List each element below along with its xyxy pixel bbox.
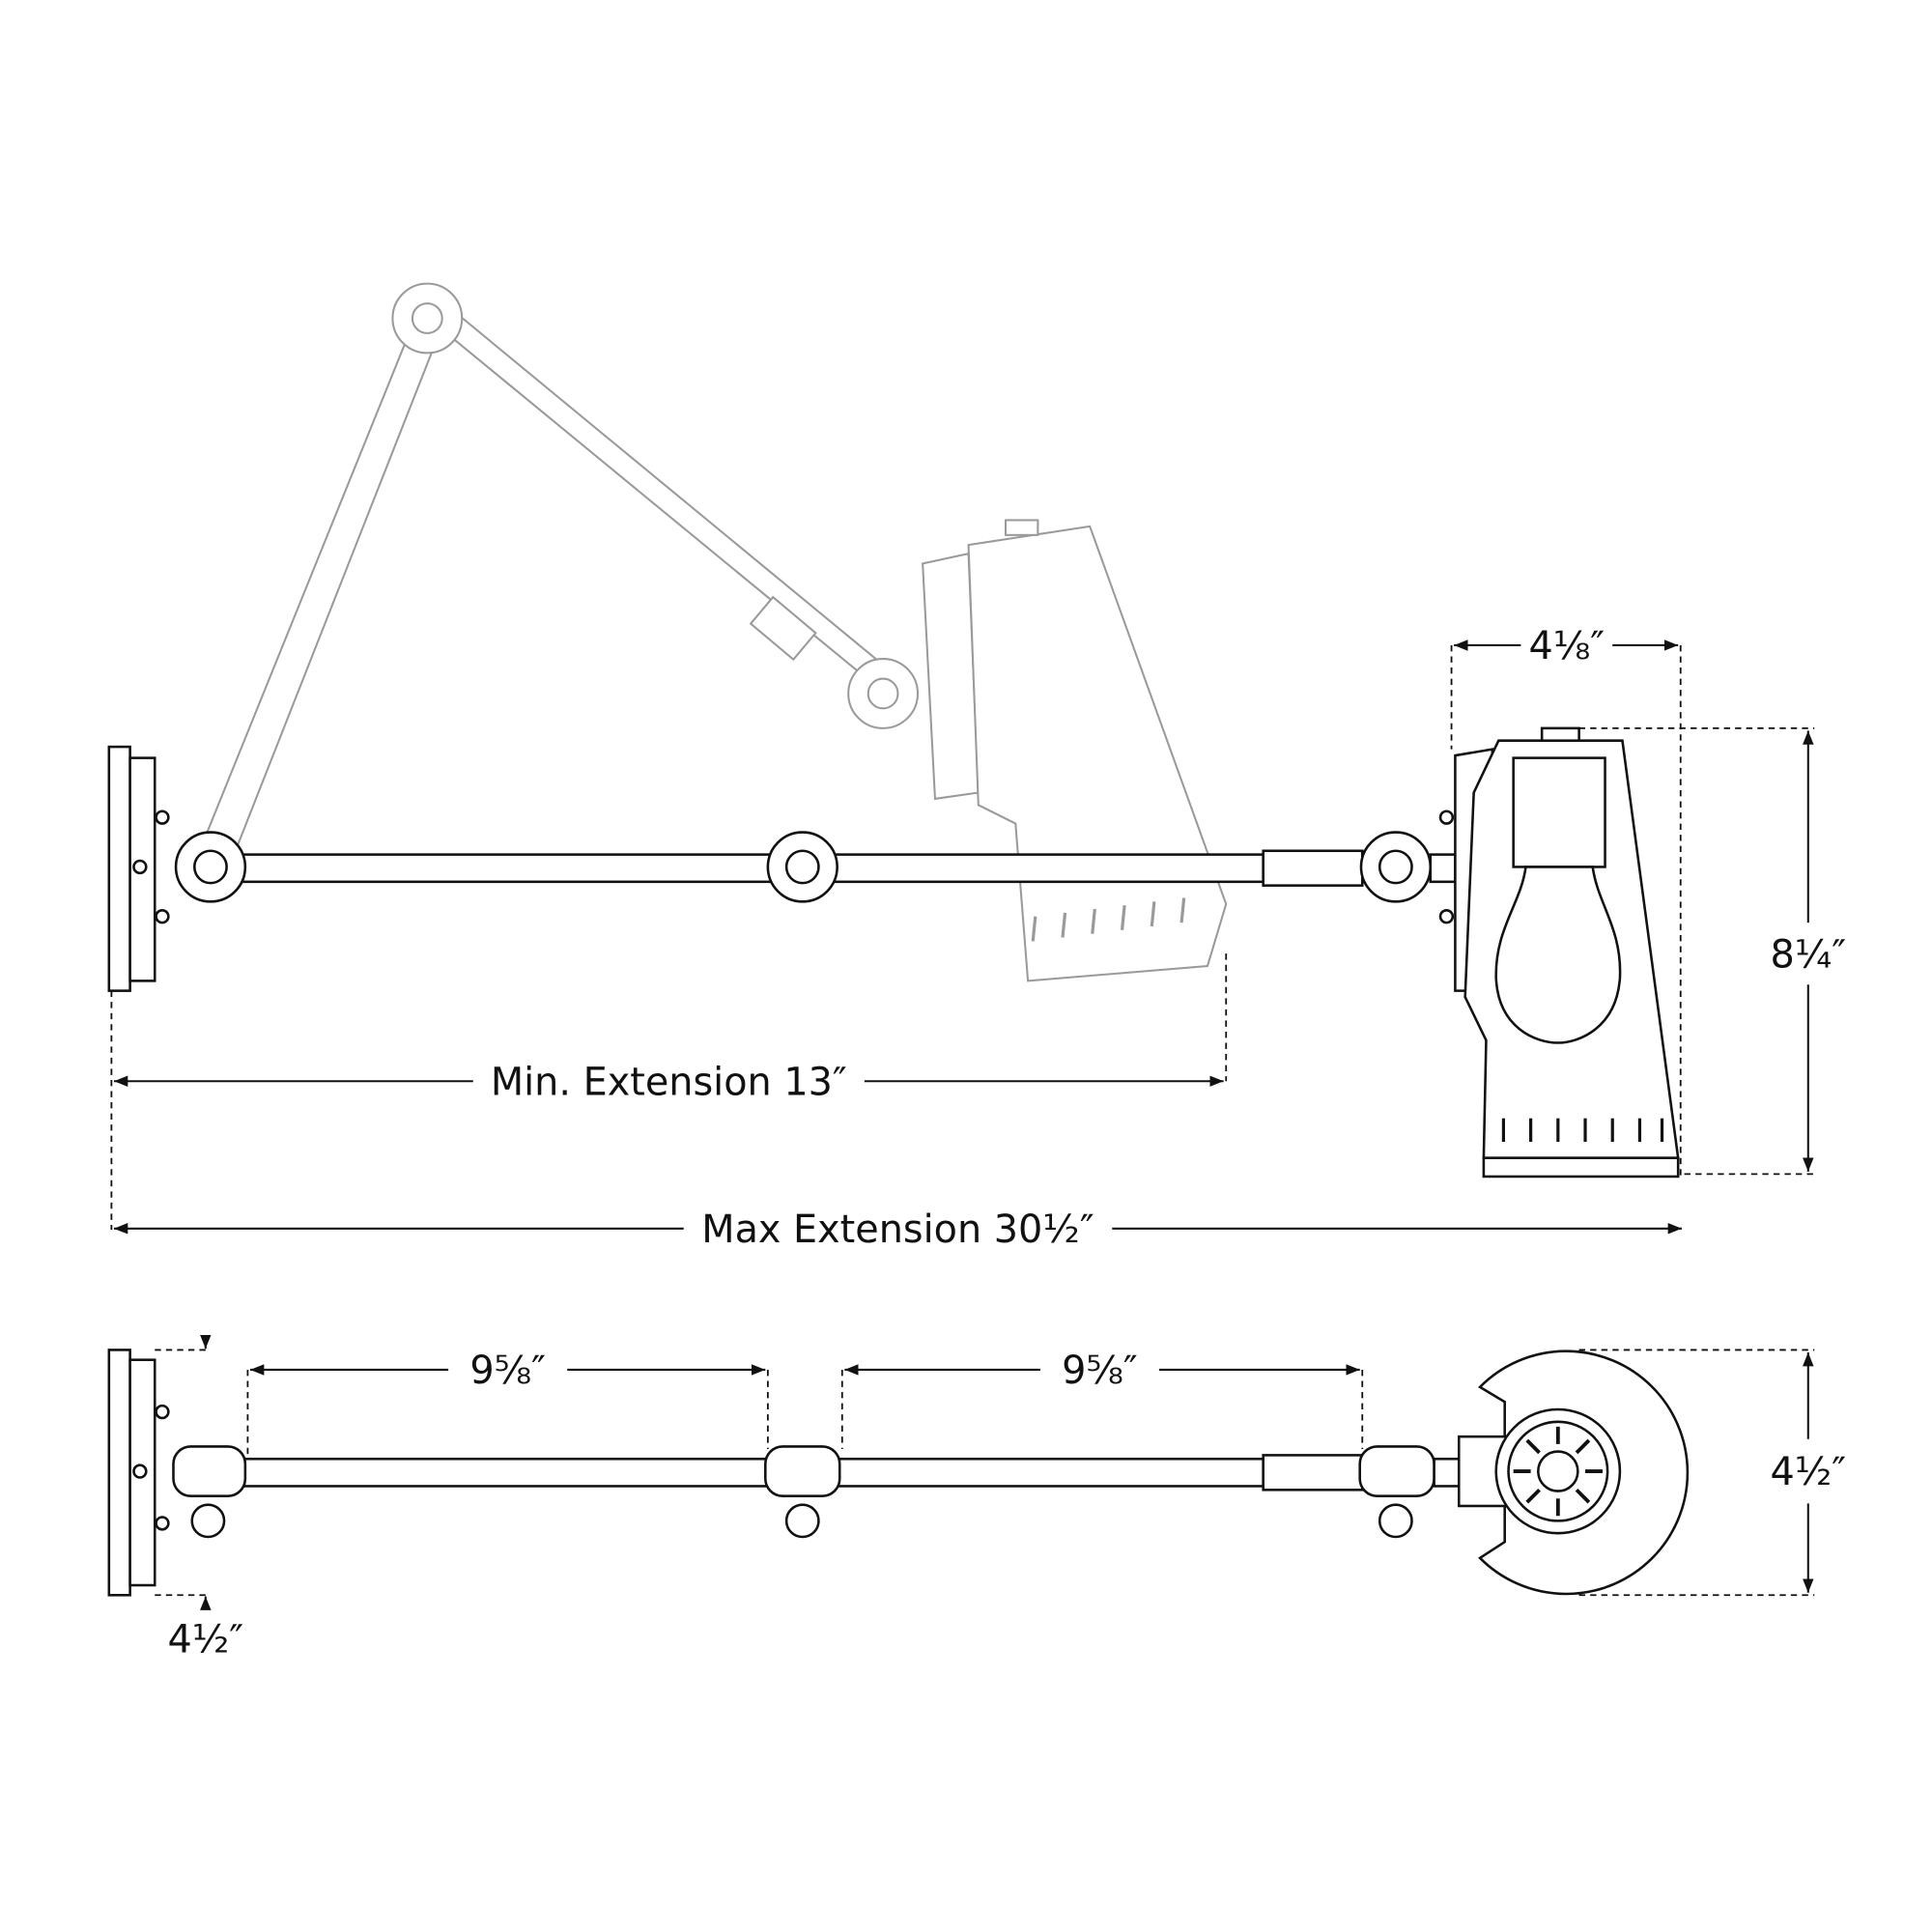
- arm-segment-2-label: 9⅝″: [1062, 1349, 1138, 1393]
- bulb: [1494, 866, 1622, 1044]
- arm-segment-1-label: 9⅝″: [469, 1349, 546, 1393]
- backplate-width-label: 4½″: [168, 1617, 244, 1662]
- dim-shade-width: 4⅛″: [1450, 624, 1682, 1177]
- joint-3: [1359, 831, 1433, 903]
- joint-2: [766, 831, 838, 903]
- dim-arm-segment-1: 9⅝″: [246, 1349, 769, 1456]
- joint-1: [174, 831, 247, 903]
- dim-shade-height: 8¼″: [1578, 726, 1846, 1176]
- shade-width-label: 4⅛″: [1528, 624, 1605, 668]
- shade-depth-label: 4½″: [1770, 1450, 1846, 1494]
- dim-backplate-width: 4½″: [155, 1334, 244, 1662]
- top-view-lamp: [107, 1349, 1690, 1597]
- dim-min-extension: Min. Extension 13″: [110, 953, 1228, 1231]
- arm-bar: [240, 853, 1264, 884]
- wall-backplate: [107, 745, 131, 992]
- dim-max-extension: Max Extension 30½″: [113, 1208, 1683, 1252]
- shade-height-label: 8¼″: [1770, 932, 1846, 977]
- dim-arm-segment-2: 9⅝″: [840, 1349, 1364, 1450]
- max-extension-label: Max Extension 30½″: [701, 1208, 1094, 1252]
- dim-shade-depth: 4½″: [1578, 1349, 1846, 1597]
- arm-sleeve: [1262, 849, 1364, 887]
- side-view-lamp: [107, 726, 1680, 1179]
- min-extension-label: Min. Extension 13″: [491, 1060, 847, 1104]
